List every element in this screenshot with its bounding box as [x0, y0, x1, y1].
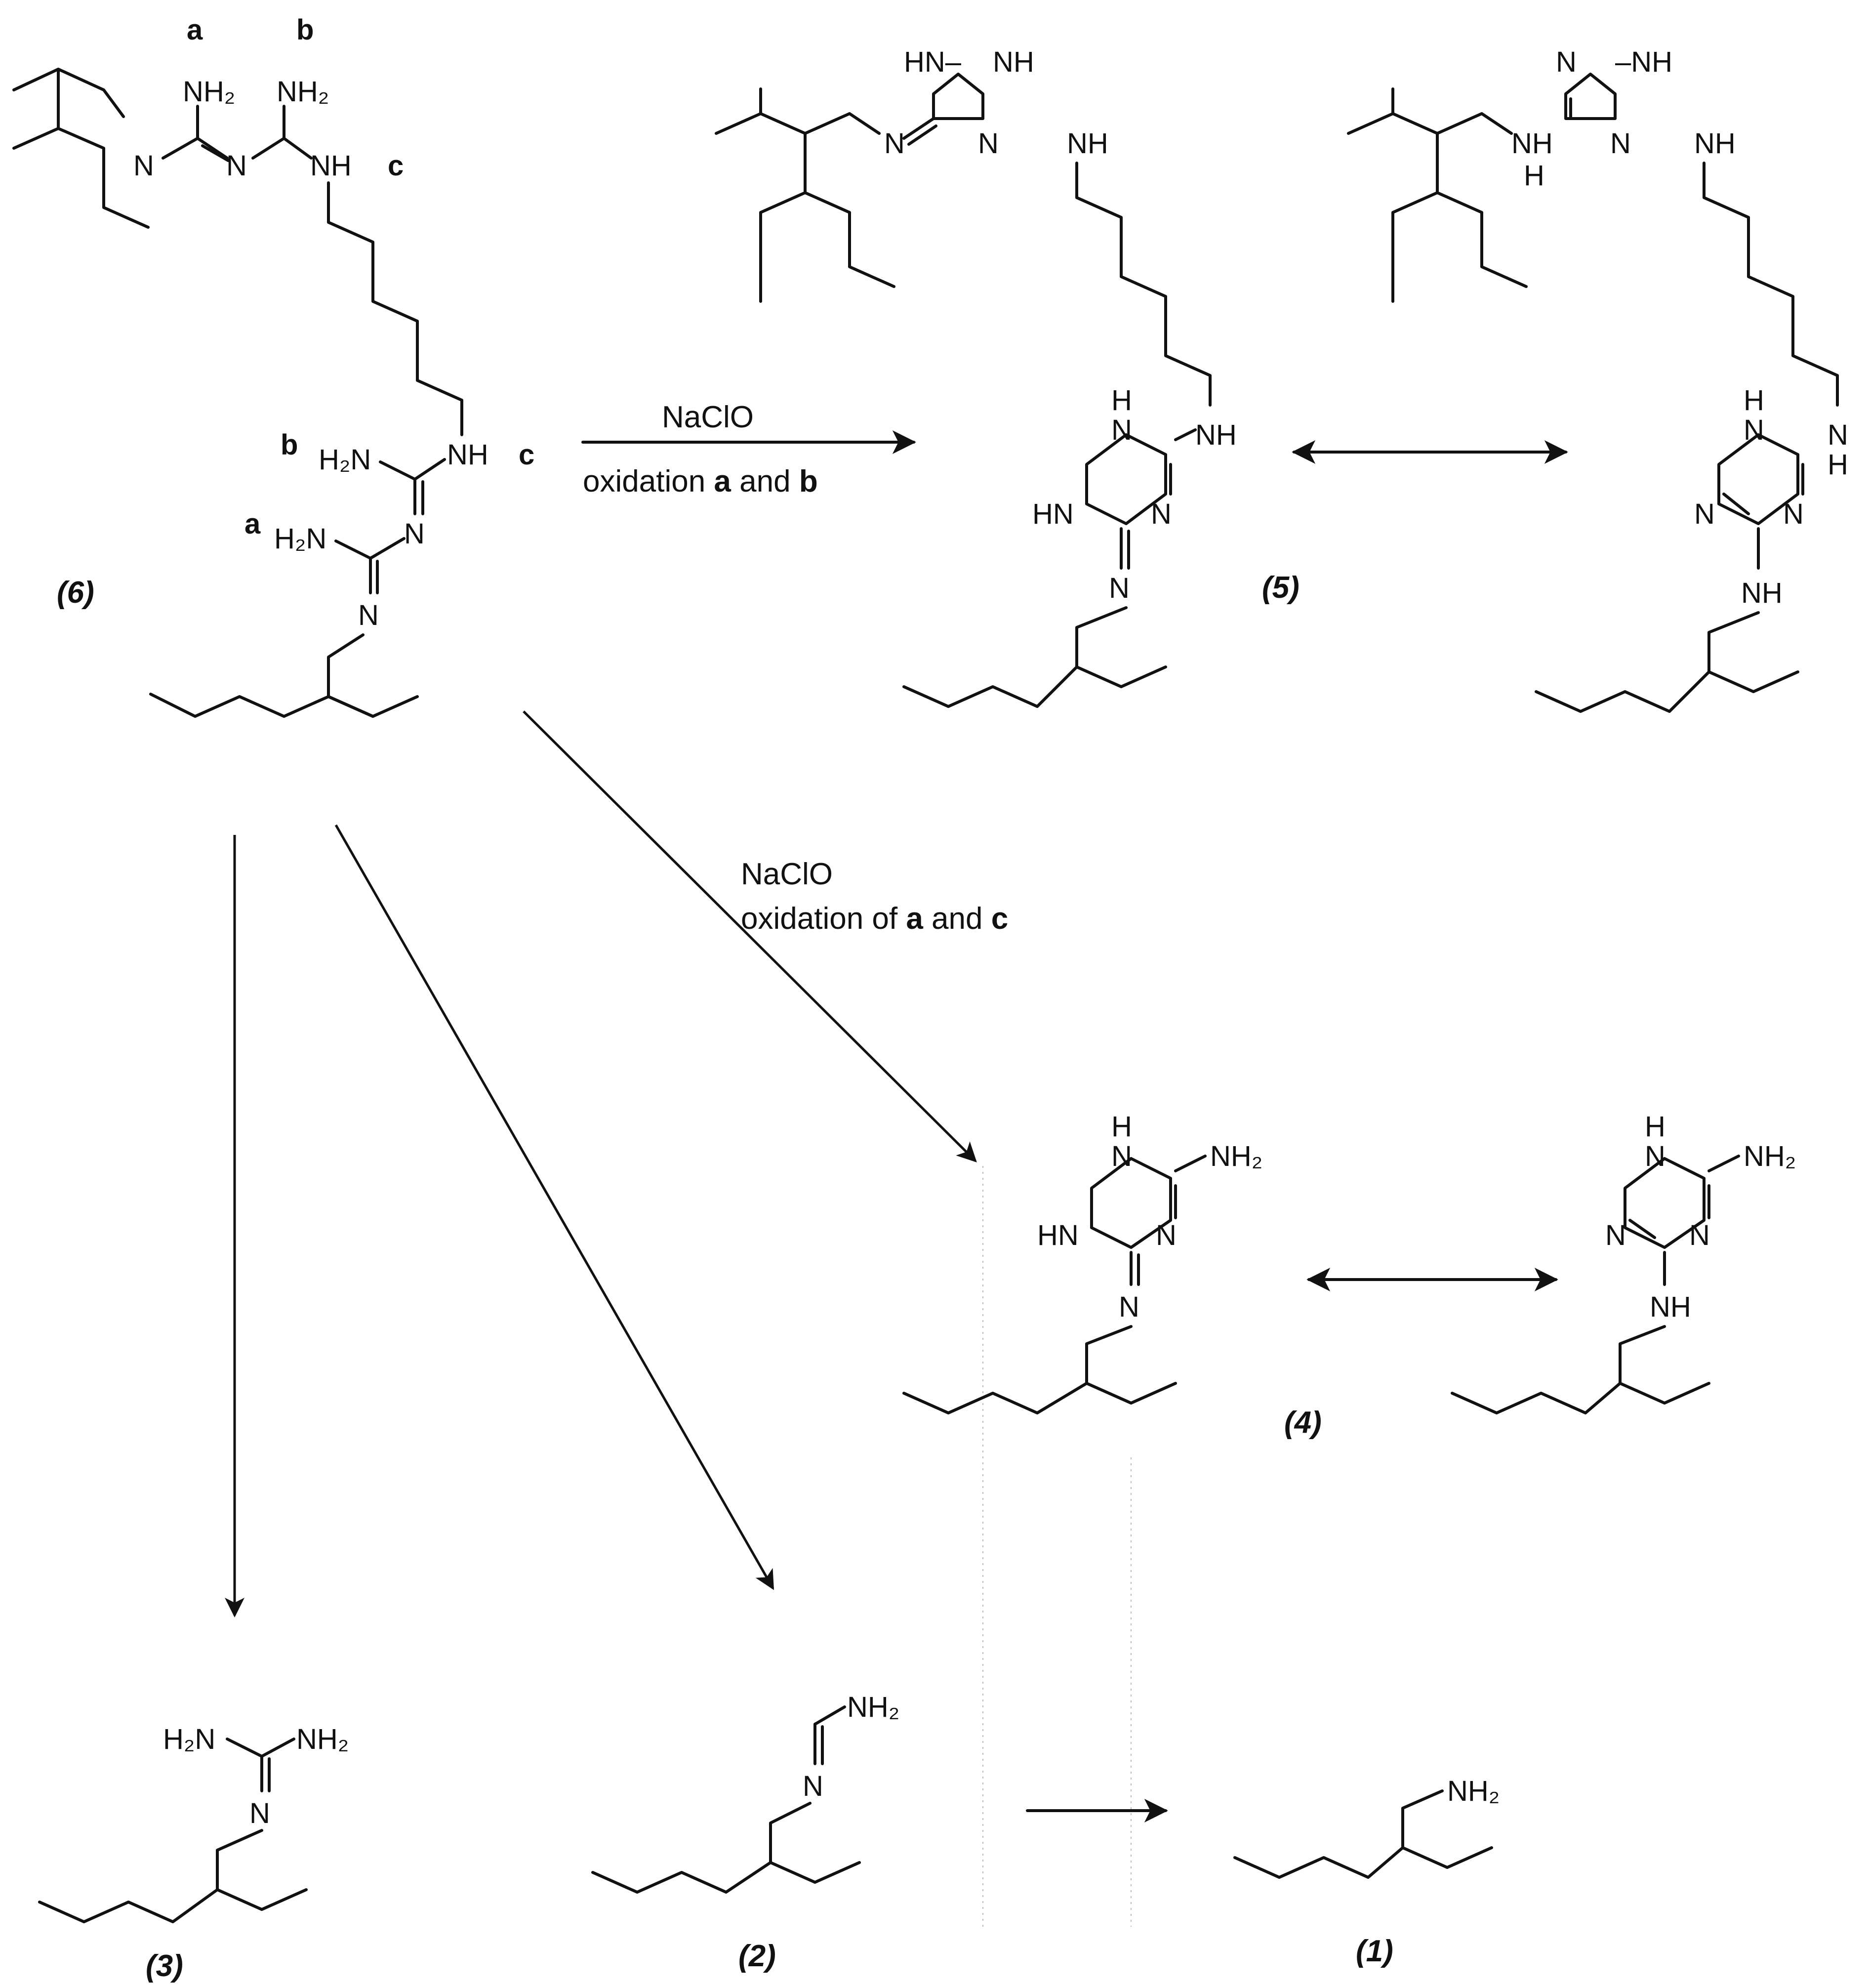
atom-h2n: H₂N — [319, 444, 371, 476]
arrow-6-to-4: NaClO oxidation of a and c — [523, 710, 1008, 1162]
compound-label-1: (1) — [1356, 1934, 1393, 1968]
atom-n: N — [1694, 498, 1715, 530]
atom-nh: NH — [1650, 1291, 1691, 1323]
atom-h2n: H₂N — [274, 523, 326, 555]
atom-n: N — [133, 150, 154, 182]
atom-nh: NH — [310, 150, 352, 182]
arrow-6-to-5: NaClO oxidation a and b — [581, 400, 916, 498]
condition-oxidation-a-b: oxidation a and b — [583, 464, 818, 498]
atom-nh2: NH₂ — [1210, 1140, 1262, 1172]
atom-n: N — [249, 1797, 270, 1829]
atom-nh2: NH₂ — [1744, 1140, 1796, 1172]
atom-dash-nh: –NH — [1615, 46, 1672, 78]
atom-n: N — [1645, 1140, 1666, 1172]
compound-1: NH₂ (1) — [1233, 1775, 1500, 1968]
atom-n: N — [1610, 127, 1631, 160]
atom-n: N — [1109, 572, 1130, 604]
compound-label-2: (2) — [738, 1939, 776, 1973]
atom-n: N — [1744, 414, 1764, 446]
atom-nh: NH — [1694, 127, 1736, 160]
compound-label-6: (6) — [57, 576, 94, 610]
compound-label-4: (4) — [1284, 1406, 1322, 1440]
compound-3: H₂N NH₂ N (3) — [38, 1723, 349, 1983]
site-label-b: b — [296, 14, 314, 46]
site-label-b: b — [281, 429, 298, 461]
atom-nh2: NH₂ — [277, 76, 329, 108]
atom-nh: NH — [1195, 419, 1237, 451]
compound-5-tautomer-1: N HN– NH N NH NH H N N HN N (5) — [715, 46, 1300, 708]
site-label-c: c — [388, 150, 404, 182]
atom-h: H — [1828, 449, 1848, 481]
atom-n: N — [226, 150, 247, 182]
atom-nh2: NH₂ — [183, 76, 235, 108]
atom-n: N — [1111, 1140, 1132, 1172]
reagent-naclo: NaClO — [662, 400, 754, 434]
atom-nh: NH — [1511, 127, 1553, 160]
atom-h: H — [1645, 1111, 1666, 1143]
atom-n: N — [404, 518, 425, 550]
compound-4-tautomer-2: H N NH₂ N N NH — [1451, 1111, 1796, 1414]
compound-2: NH₂ N (2) — [591, 1691, 899, 1973]
atom-nh2: NH₂ — [1447, 1775, 1500, 1807]
reagent-naclo: NaClO — [741, 857, 833, 891]
atom-n: N — [1605, 1219, 1626, 1251]
site-label-c: c — [519, 439, 534, 471]
condition-oxidation-a-c: oxidation of a and c — [741, 902, 1008, 936]
atom-n: N — [803, 1770, 823, 1802]
compound-label-3: (3) — [146, 1949, 183, 1983]
atom-nh2: NH₂ — [847, 1691, 899, 1723]
atom-n: N — [1119, 1291, 1139, 1323]
site-label-a: a — [244, 508, 261, 540]
atom-hn: HN — [1032, 498, 1074, 530]
compound-label-5: (5) — [1262, 571, 1300, 605]
atom-n: N — [978, 127, 999, 160]
atom-n: N — [1556, 46, 1577, 78]
atom-h: H — [1744, 384, 1764, 416]
atom-nh: NH — [993, 46, 1034, 78]
atom-h: H — [1111, 1111, 1132, 1143]
atom-hn: HN — [1037, 1219, 1079, 1251]
atom-nh: NH — [447, 439, 488, 471]
site-label-a: a — [187, 14, 203, 46]
atom-n: N — [884, 127, 905, 160]
compound-4-tautomer-1: H N NH₂ N HN N (4) — [902, 1111, 1322, 1440]
atom-h2n: H₂N — [163, 1723, 215, 1755]
compound-6: N NH₂ N NH₂ NH NH H₂N N H₂N N a b c — [12, 14, 534, 718]
atom-nh: NH — [1741, 577, 1783, 609]
atom-n: N — [1111, 414, 1132, 446]
atom-h: H — [1111, 384, 1132, 416]
atom-h: H — [1524, 160, 1544, 192]
atom-n: N — [1828, 419, 1848, 451]
atom-n: N — [358, 599, 379, 631]
compound-5-tautomer-2: NH H N –NH N NH N H H N N N NH — [1347, 46, 1848, 713]
atom-hn-dash: HN– — [904, 46, 962, 78]
arrow-6-to-2 — [334, 824, 774, 1590]
atom-nh: NH — [1067, 127, 1108, 160]
atom-nh2: NH₂ — [296, 1723, 349, 1755]
